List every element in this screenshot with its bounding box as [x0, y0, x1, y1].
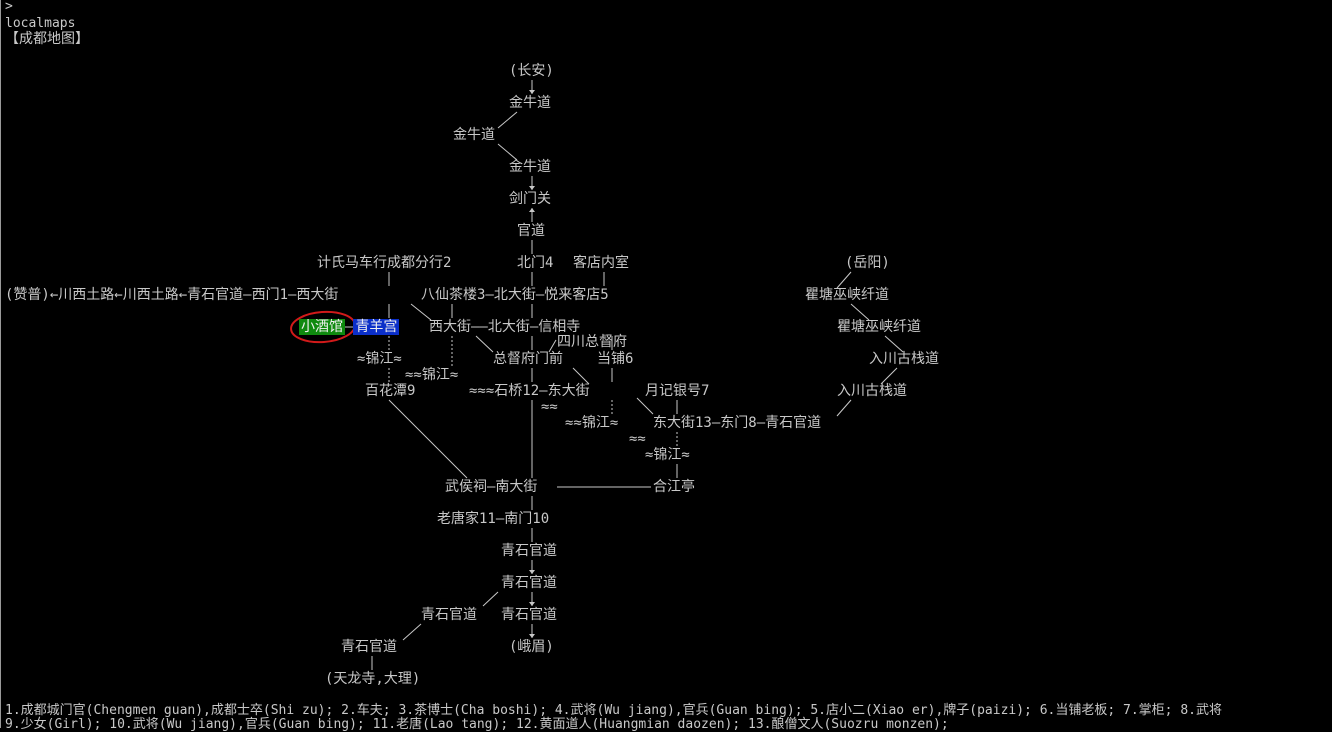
arrow-icon	[529, 186, 535, 190]
conn-line	[410, 303, 432, 321]
conn-line	[548, 339, 557, 353]
node-jinniu-2: 金牛道	[453, 127, 495, 143]
node-yueyang: (岳阳)	[845, 255, 890, 271]
node-guandao: 官道	[517, 223, 545, 239]
conn-line	[497, 111, 518, 129]
conn-line	[884, 335, 904, 353]
node-bei-men: 北门4	[517, 255, 554, 271]
node-dangpu: 当铺6	[597, 351, 634, 367]
node-qingshi-2: 青石官道	[501, 575, 557, 591]
node-hejiangting: 合江亭	[653, 479, 695, 495]
conn-line	[836, 399, 852, 417]
conn-line	[497, 143, 518, 161]
node-wuhouci: 武侯祠—南大街	[445, 479, 538, 495]
node-mache: 计氏马车行成都分行2	[317, 255, 452, 271]
command-line: localmaps	[5, 16, 76, 31]
arrow-icon	[529, 208, 535, 212]
conn-line	[880, 367, 898, 385]
node-wave-2: ≈≈	[629, 431, 646, 447]
node-qingshi-1: 青石官道	[501, 543, 557, 559]
current-room: 小酒馆—青羊宫	[299, 319, 400, 335]
node-tianlong: (天龙寺,大理)	[325, 671, 421, 687]
arrow-icon	[529, 90, 535, 94]
node-jinjiang-c: ≈≈锦江≈	[565, 415, 619, 431]
map-title: 【成都地图】	[5, 31, 89, 47]
arrow-icon	[529, 570, 535, 574]
current-room-label: 小酒馆	[299, 319, 345, 335]
conn-dash: —	[345, 319, 354, 335]
npc-legend-line-1: 1.成都城门官(Chengmen guan),成都士卒(Shi zu); 2.车…	[5, 703, 1222, 718]
node-emei: (峨眉)	[509, 639, 554, 655]
conn-line	[836, 271, 852, 289]
node-qutang-2: 瞿塘巫峡纤道	[837, 319, 921, 335]
node-baihuatan: 百花潭9	[365, 383, 416, 399]
node-laotang: 老唐家11—南门10	[437, 511, 550, 527]
npc-legend-line-2: 9.少女(Girl); 10.武将(Wu jiang),官兵(Guan bing…	[5, 717, 949, 732]
conn-line	[388, 399, 468, 479]
conn-line	[482, 591, 499, 607]
node-yueji: 月记银号7	[645, 383, 710, 399]
node-jinjiang-a: ≈锦江≈	[357, 351, 402, 367]
node-wave-1: ≈≈	[541, 399, 558, 415]
conn-line	[572, 367, 590, 385]
exit-qingyang-gong: 青羊宫	[353, 319, 400, 335]
node-row-west: (赞普)←川西土路←川西土路←青石官道—西门1—西大街	[5, 287, 339, 303]
conn-line	[636, 397, 654, 415]
node-shiqiao: ≈≈≈石桥12—东大街	[469, 383, 590, 399]
node-jinjiang-d: ≈锦江≈	[645, 447, 690, 463]
conn-line	[850, 303, 870, 321]
node-ruchuan-2: 入川古栈道	[837, 383, 907, 399]
node-changan: (长安)	[509, 63, 554, 79]
conn-line	[402, 623, 422, 641]
node-jinniu-1: 金牛道	[509, 95, 551, 111]
node-kedian-neishi: 客店内室	[573, 255, 629, 271]
node-qingshi-4: 青石官道	[501, 607, 557, 623]
node-baxian: 八仙茶楼3—北大街—悦来客店5	[421, 287, 609, 303]
node-xi-dajie-2: 西大街——北大街—信相寺	[429, 319, 581, 335]
node-jinniu-3: 金牛道	[509, 159, 551, 175]
conn-line	[475, 335, 494, 353]
node-qutang-1: 瞿塘巫峡纤道	[805, 287, 889, 303]
node-ruchuan-1: 入川古栈道	[869, 351, 939, 367]
node-dong-dajie: 东大街13—东门8—青石官道	[653, 415, 822, 431]
node-sichuan-zongdu: 四川总督府	[557, 334, 627, 350]
node-qingshi-5: 青石官道	[341, 639, 397, 655]
node-jianmen: 剑门关	[509, 191, 551, 207]
arrow-icon	[529, 602, 535, 606]
arrow-icon	[529, 634, 535, 638]
node-qingshi-3: 青石官道	[421, 607, 477, 623]
prompt-line: >	[5, 0, 13, 14]
node-zongdu-menqian: 总督府门前	[493, 351, 563, 367]
node-jinjiang-b: ≈≈锦江≈	[405, 367, 459, 383]
